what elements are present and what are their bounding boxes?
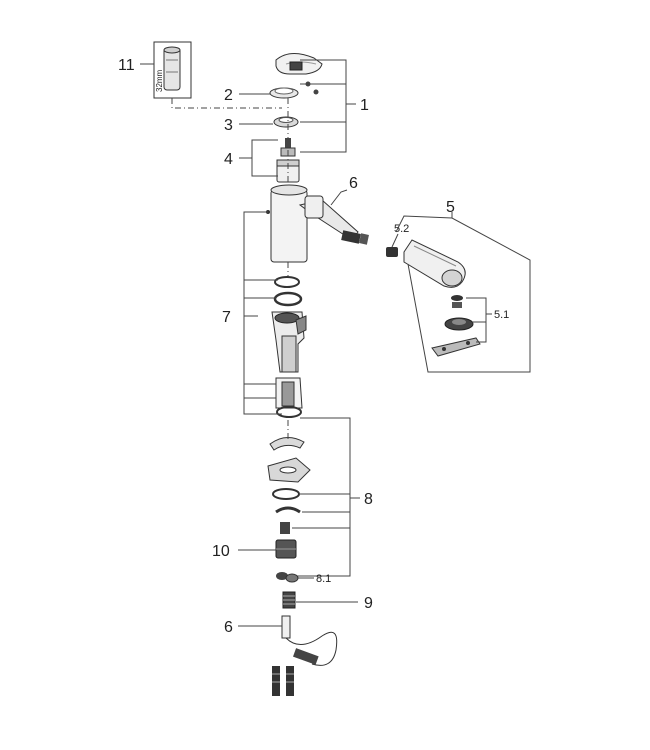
spout-hose-end (341, 230, 369, 245)
callout-10: 10 (212, 543, 230, 560)
part-3-nut (273, 116, 299, 128)
part-10-nut (275, 539, 297, 559)
callout-9: 9 (364, 595, 373, 612)
callout-4: 4 (224, 151, 233, 168)
callout-8-1: 8.1 (316, 573, 331, 585)
callout-8: 8 (364, 491, 373, 508)
part-11-tool: 32mm (153, 41, 192, 99)
part-2-cap (269, 87, 299, 99)
callout-11: 11 (118, 57, 135, 74)
part-52-adapter (386, 247, 398, 257)
callout-6-bottom: 6 (224, 619, 233, 636)
callout-6-top: 6 (349, 175, 358, 192)
callout-1: 1 (360, 97, 369, 114)
callout-7: 7 (222, 309, 231, 326)
callout-5-1: 5.1 (494, 309, 509, 321)
part-8-mounting-set (267, 437, 311, 534)
part-5-spray-head (403, 239, 466, 288)
part-9-threaded-rod (282, 591, 296, 609)
callout-5-2: 5.2 (394, 223, 409, 235)
part-51-spray-insert (431, 295, 481, 357)
callout-2: 2 (224, 87, 233, 104)
tool-size-label: 32mm (155, 69, 164, 92)
part-7-assembly (271, 276, 307, 418)
part-1-lever-handle (275, 53, 323, 95)
part-6-hose (272, 615, 338, 696)
callout-5: 5 (446, 199, 455, 216)
callout-3: 3 (224, 117, 233, 134)
part-81-washers (276, 572, 299, 583)
faucet-body (266, 184, 359, 263)
